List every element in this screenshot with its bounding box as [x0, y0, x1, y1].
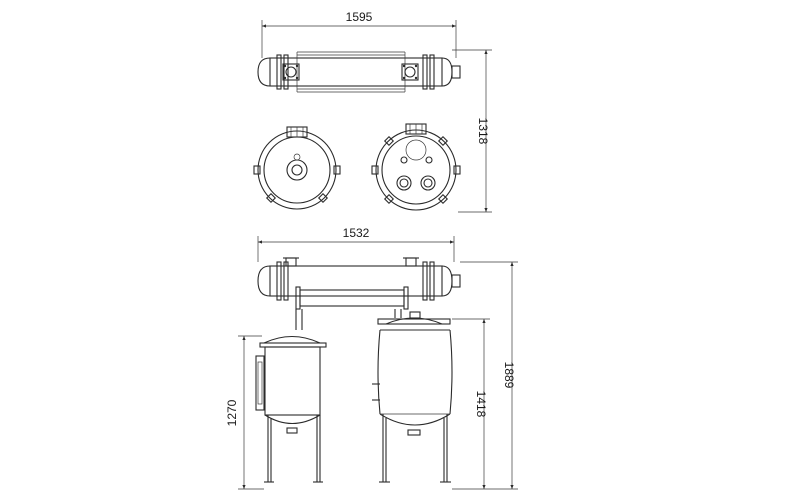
- dim-total-height: 1889: [452, 261, 518, 490]
- dim-label-1595: 1595: [346, 10, 373, 24]
- front-view-condenser: [257, 257, 461, 330]
- dim-top-height: 1318: [452, 49, 492, 213]
- dim-top-width: 1595: [261, 10, 457, 58]
- dim-label-1318: 1318: [476, 118, 490, 145]
- front-view-left-tank: [255, 335, 327, 483]
- top-view-right-tank: [371, 123, 461, 211]
- front-view-right-tank: [372, 311, 453, 483]
- top-view-condenser: [257, 51, 461, 93]
- dim-label-1889: 1889: [502, 362, 516, 389]
- dim-label-1532: 1532: [343, 226, 370, 240]
- dim-right-tank-height: 1418: [452, 318, 490, 489]
- dim-label-1418: 1418: [474, 391, 488, 418]
- dim-left-tank-height: 1270: [225, 335, 264, 490]
- dim-front-width: 1532: [257, 226, 455, 262]
- nozzle-flange-left: [282, 63, 300, 81]
- dim-label-1270: 1270: [225, 399, 239, 426]
- nozzle-flange-right: [401, 63, 419, 81]
- top-view-left-tank: [253, 126, 341, 210]
